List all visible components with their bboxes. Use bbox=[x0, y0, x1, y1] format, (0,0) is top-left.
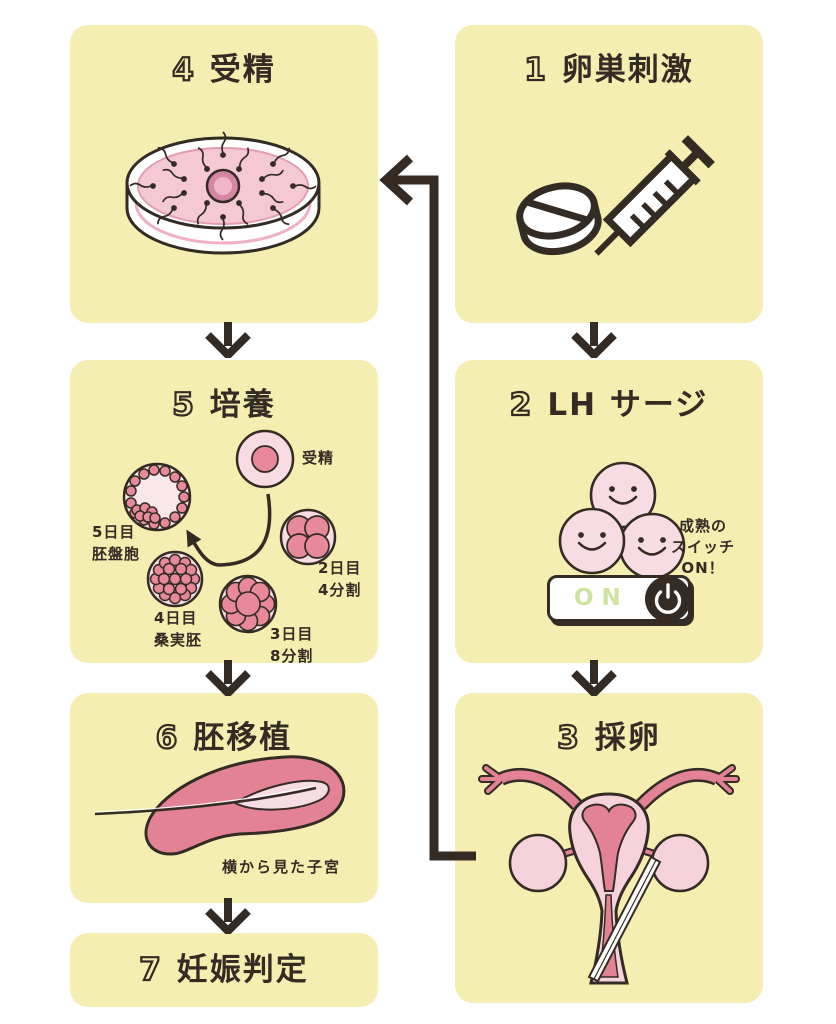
down-arrow-icon bbox=[205, 660, 251, 696]
step-card-culture: 5 培養 bbox=[70, 360, 378, 665]
step-heading: 1 卵巣刺激 bbox=[455, 52, 763, 88]
pill-icon bbox=[516, 182, 602, 256]
step-number: 4 bbox=[171, 52, 196, 88]
step-heading: 6 胚移植 bbox=[70, 720, 378, 756]
step-card-pregnancy-test: 7 妊娠判定 bbox=[70, 933, 378, 1007]
fallopian-tubes bbox=[478, 764, 740, 810]
stage-label-day5: 5日目 胚盤胞 bbox=[92, 523, 141, 563]
step-card-transfer: 6 胚移植 横から見た子宮 bbox=[70, 693, 378, 903]
step-card-stimulation: 1 卵巣刺激 bbox=[455, 25, 763, 323]
step-title: 妊娠判定 bbox=[176, 951, 309, 988]
stage-fertilized-icon bbox=[235, 429, 295, 489]
switch-on-label: ON bbox=[574, 585, 629, 611]
step-title: 培養 bbox=[209, 387, 276, 423]
stage-morula-icon bbox=[146, 550, 204, 608]
step-number: 2 bbox=[509, 387, 534, 423]
down-arrow-icon bbox=[571, 322, 617, 358]
stage-label-day3: 3日目 8分割 bbox=[270, 625, 314, 665]
step-title: LH サージ bbox=[547, 387, 709, 423]
curved-arrow-icon bbox=[186, 493, 272, 567]
down-arrow-icon bbox=[571, 660, 617, 696]
medication-icons bbox=[516, 135, 715, 256]
stage-4cell-icon bbox=[279, 508, 337, 566]
stage-blastocyst-icon bbox=[122, 462, 192, 532]
uterus-side-caption: 横から見た子宮 bbox=[222, 858, 342, 876]
step-title: 採卵 bbox=[594, 720, 661, 756]
step-heading: 7 妊娠判定 bbox=[138, 951, 309, 988]
step-card-fertilization: 4 受精 bbox=[70, 25, 378, 323]
on-switch: ON bbox=[547, 575, 691, 622]
step-number: 1 bbox=[523, 52, 548, 88]
power-icon bbox=[645, 576, 691, 622]
step-heading: 2 LH サージ bbox=[455, 387, 763, 423]
step-card-retrieval: 3 採卵 bbox=[455, 693, 763, 1003]
step-heading: 5 培養 bbox=[70, 387, 378, 423]
step-heading: 3 採卵 bbox=[455, 720, 763, 756]
step-heading: 4 受精 bbox=[70, 52, 378, 88]
stage-label-day4: 4日目 桑実胚 bbox=[154, 609, 203, 649]
stage-label-fertilized: 受精 bbox=[302, 449, 335, 467]
embryo-stages-icon bbox=[122, 429, 337, 634]
step-number: 3 bbox=[556, 720, 581, 756]
step-title: 受精 bbox=[209, 52, 276, 88]
stage-label-day2: 2日目 4分割 bbox=[318, 559, 362, 599]
uterus-side-icon bbox=[94, 755, 346, 856]
down-arrow-icon bbox=[205, 898, 251, 934]
petri-dish-icon bbox=[125, 131, 321, 255]
step-number: 6 bbox=[155, 720, 180, 756]
egg-cell-icon bbox=[205, 168, 241, 204]
maturation-note: 成熟の スイッチ ON！ bbox=[670, 517, 735, 577]
retrieval-needle-icon bbox=[587, 855, 662, 983]
uterus-front-icon bbox=[478, 764, 740, 985]
step-card-lh-surge: 2 LH サージ ON bbox=[455, 360, 763, 663]
step-title: 卵巣刺激 bbox=[561, 52, 694, 88]
syringe-icon bbox=[594, 135, 715, 256]
catheter-icon bbox=[94, 786, 317, 816]
step-number: 7 bbox=[138, 951, 163, 988]
ovary-left bbox=[508, 833, 568, 893]
step-number: 5 bbox=[171, 387, 196, 423]
down-arrow-icon bbox=[205, 322, 251, 358]
step-title: 胚移植 bbox=[193, 720, 293, 756]
stage-8cell-icon bbox=[218, 574, 278, 634]
